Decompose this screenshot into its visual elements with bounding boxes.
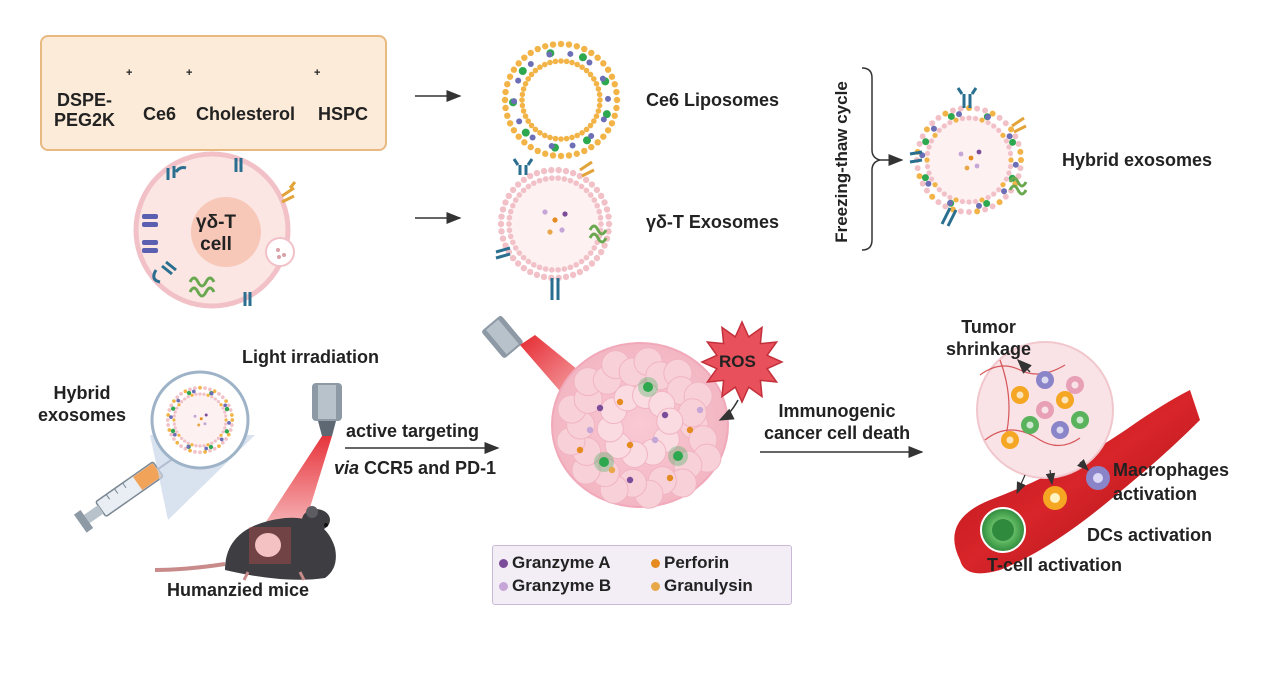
plus-1: + [126,67,133,79]
ros-burst-icon [700,320,784,404]
hspc-label: HSPC [318,104,369,124]
gdt-exosomes-label: γδ-T Exosomes [646,212,779,232]
hybrid-exosomes-injection-label: Hybrid exosomes [38,383,127,425]
perforin-label: Perforin [664,553,730,572]
light-irradiation-label: Light irradiation [242,347,379,367]
legend-granzyme-b: Granzyme B [499,576,611,596]
targeting-receptors: CCR5 and PD-1 [364,458,497,478]
freeze-thaw-label: Freezing-thaw cycle [832,81,851,243]
granzyme-a-label: Granzyme A [512,553,611,572]
hybrid-exosome-small-icon [150,370,250,470]
perforin-swatch [651,559,660,569]
tumor-mass-icon [551,342,729,509]
t-cell-icon [980,507,1026,553]
materials-box [40,35,387,151]
tumor-shrinkage-label: Tumor shrinkage [946,317,1032,359]
gdt-exosome-icon [495,158,613,300]
plus-2: + [186,67,193,79]
cholesterol-label: Cholesterol [196,104,296,124]
arrow-macrophage [1076,458,1089,471]
legend-granulysin: Granulysin [651,576,753,596]
dspe-peg2k-label: DSPE- PEG2K [54,90,116,130]
dcs-label: DCs activation [1087,525,1213,545]
ce6-liposomes-label: Ce6 Liposomes [646,90,780,110]
macrophages-label: Macrophages activation [1113,460,1230,504]
granulysin-label: Granulysin [664,576,753,595]
freeze-thaw-bracket [861,67,881,251]
legend-perforin: Perforin [651,553,729,573]
gdt-cell-icon [133,151,297,309]
hybrid-exosome-icon [909,87,1028,227]
granzyme-a-swatch [499,559,508,569]
legend-granzyme-a: Granzyme A [499,553,611,573]
ce6-label: Ce6 [143,104,177,124]
arrow-ros [718,399,739,421]
arrow-shrink [1016,358,1032,374]
plus-3: + [314,67,321,79]
targeting-line1: active targeting [346,421,480,441]
arrow-tcell [1016,474,1026,495]
gdt-cell-label: γδ-T cell [196,212,237,255]
targeting-line2-wrap: via CCR5 and PD-1 [334,458,496,479]
hybrid-exosomes-label: Hybrid exosomes [1062,150,1213,170]
icd-label: Immunogenic cancer cell death [764,401,911,443]
laser-beam [254,436,332,540]
granzyme-b-swatch [499,582,508,592]
via-text: via [334,458,360,478]
shrinking-tumor-icon [976,341,1114,479]
granule-legend: Granzyme A Granzyme B Perforin Granulysi… [492,545,792,605]
arrow-dc [1045,469,1056,486]
mice-label: Humanzied mice [167,580,310,600]
granzyme-b-label: Granzyme B [512,576,612,595]
tcell-label: T-cell activation [987,555,1123,575]
laser-device-icon [254,383,342,540]
macrophage-icon [1086,466,1110,490]
dc-icon [1043,486,1067,510]
mouse-icon [154,506,336,581]
ce6-liposome-icon [501,40,621,160]
granulysin-swatch [651,582,660,592]
ros-label: ROS [719,352,756,371]
